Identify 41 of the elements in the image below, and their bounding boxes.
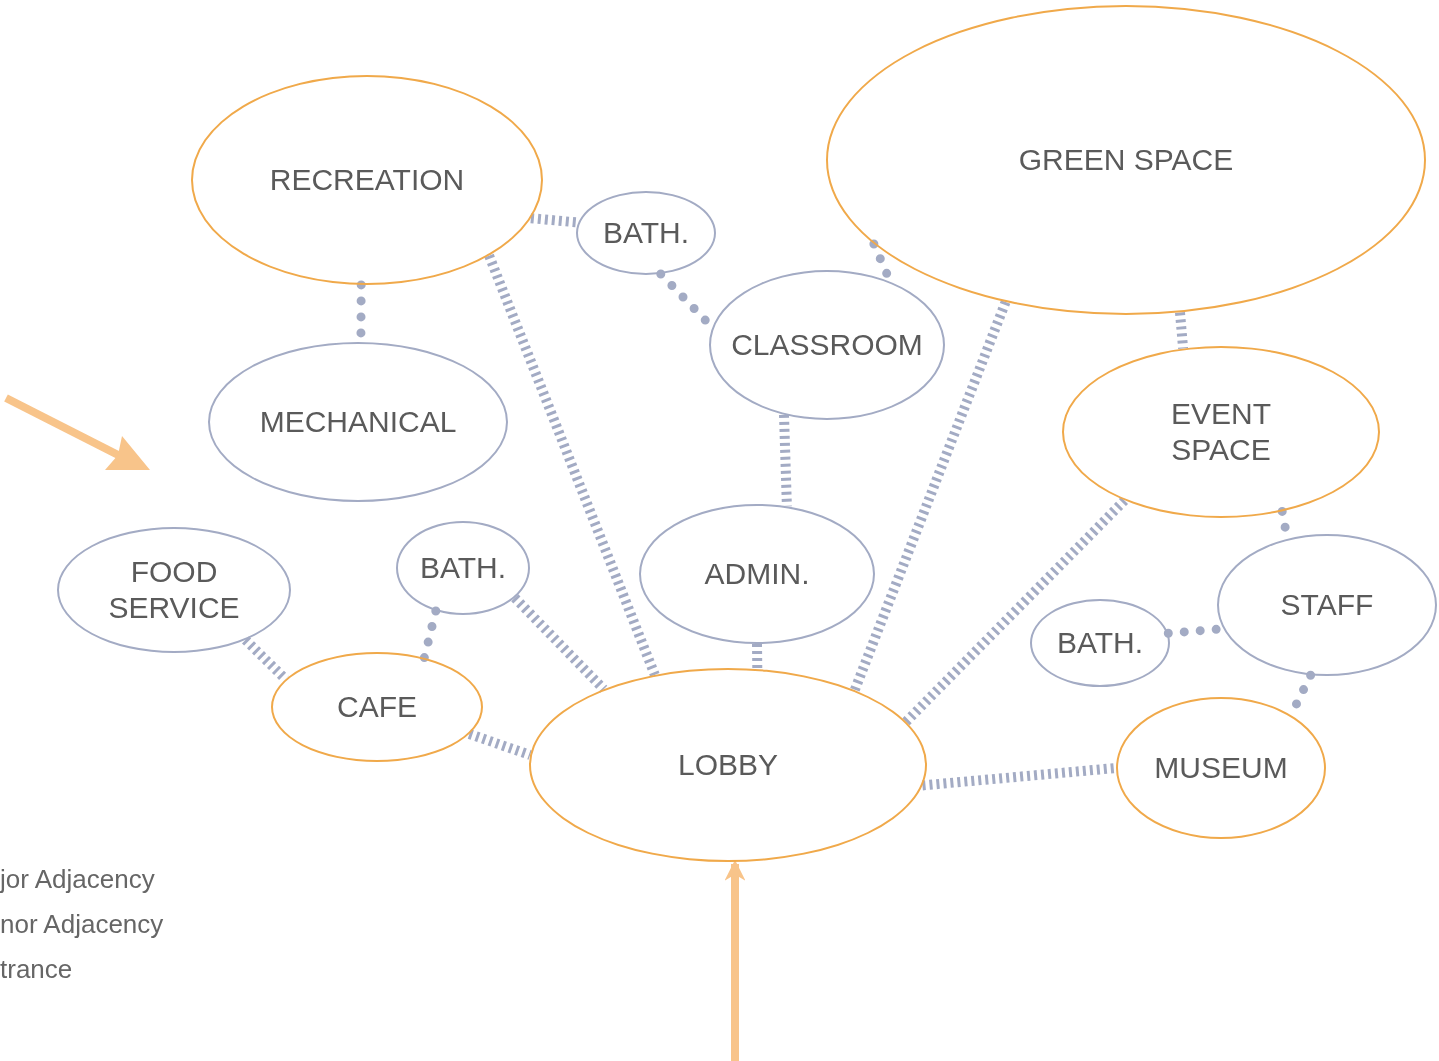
- minor-adjacency-line: [419, 606, 441, 663]
- room-ellipse: [57, 527, 291, 653]
- room-ellipse: [639, 504, 875, 644]
- major-adjacency-line: [1175, 312, 1189, 349]
- room-label: CAFE: [337, 689, 417, 725]
- room-label: BATH.: [1056, 625, 1144, 661]
- major-adjacency-line: [752, 643, 763, 670]
- room-label: STAFF: [1280, 587, 1374, 623]
- legend-text: nor Adjacency: [0, 909, 164, 940]
- room-ellipse: [709, 270, 945, 420]
- major-adjacency-line: [467, 729, 532, 760]
- room-label: EVENT SPACE: [1170, 396, 1272, 468]
- room-label: GREEN SPACE: [1018, 142, 1234, 178]
- room-ellipse: [1116, 697, 1326, 839]
- legend-text: jor Adjacency: [0, 864, 155, 895]
- room-ellipse: [1217, 534, 1437, 676]
- room-label: FOOD SERVICE: [107, 554, 241, 626]
- room-ellipse: [529, 668, 927, 862]
- room-label: MUSEUM: [1154, 750, 1288, 786]
- major-adjacency-line: [922, 763, 1117, 791]
- major-adjacency-line: [902, 496, 1129, 726]
- room-ellipse: [826, 5, 1426, 315]
- room-ellipse: [576, 191, 716, 275]
- room-label: BATH.: [419, 550, 507, 586]
- room-ellipse: [271, 652, 483, 762]
- room-ellipse: [1062, 346, 1380, 518]
- room-label: RECREATION: [269, 162, 465, 198]
- entrance-arrow: [724, 859, 746, 1061]
- legend-text: trance: [0, 954, 73, 985]
- room-label: ADMIN.: [704, 556, 810, 592]
- room-ellipse: [208, 342, 508, 502]
- room-label: MECHANICAL: [259, 404, 457, 440]
- room-label: BATH.: [602, 215, 690, 251]
- major-adjacency-line: [850, 300, 1011, 692]
- major-adjacency-line: [530, 213, 579, 228]
- major-adjacency-line: [484, 253, 660, 677]
- room-ellipse: [396, 521, 530, 615]
- room-ellipse: [1030, 599, 1170, 687]
- room-ellipse: [191, 75, 543, 285]
- room-label: CLASSROOM: [731, 327, 923, 363]
- room-label: LOBBY: [677, 747, 779, 783]
